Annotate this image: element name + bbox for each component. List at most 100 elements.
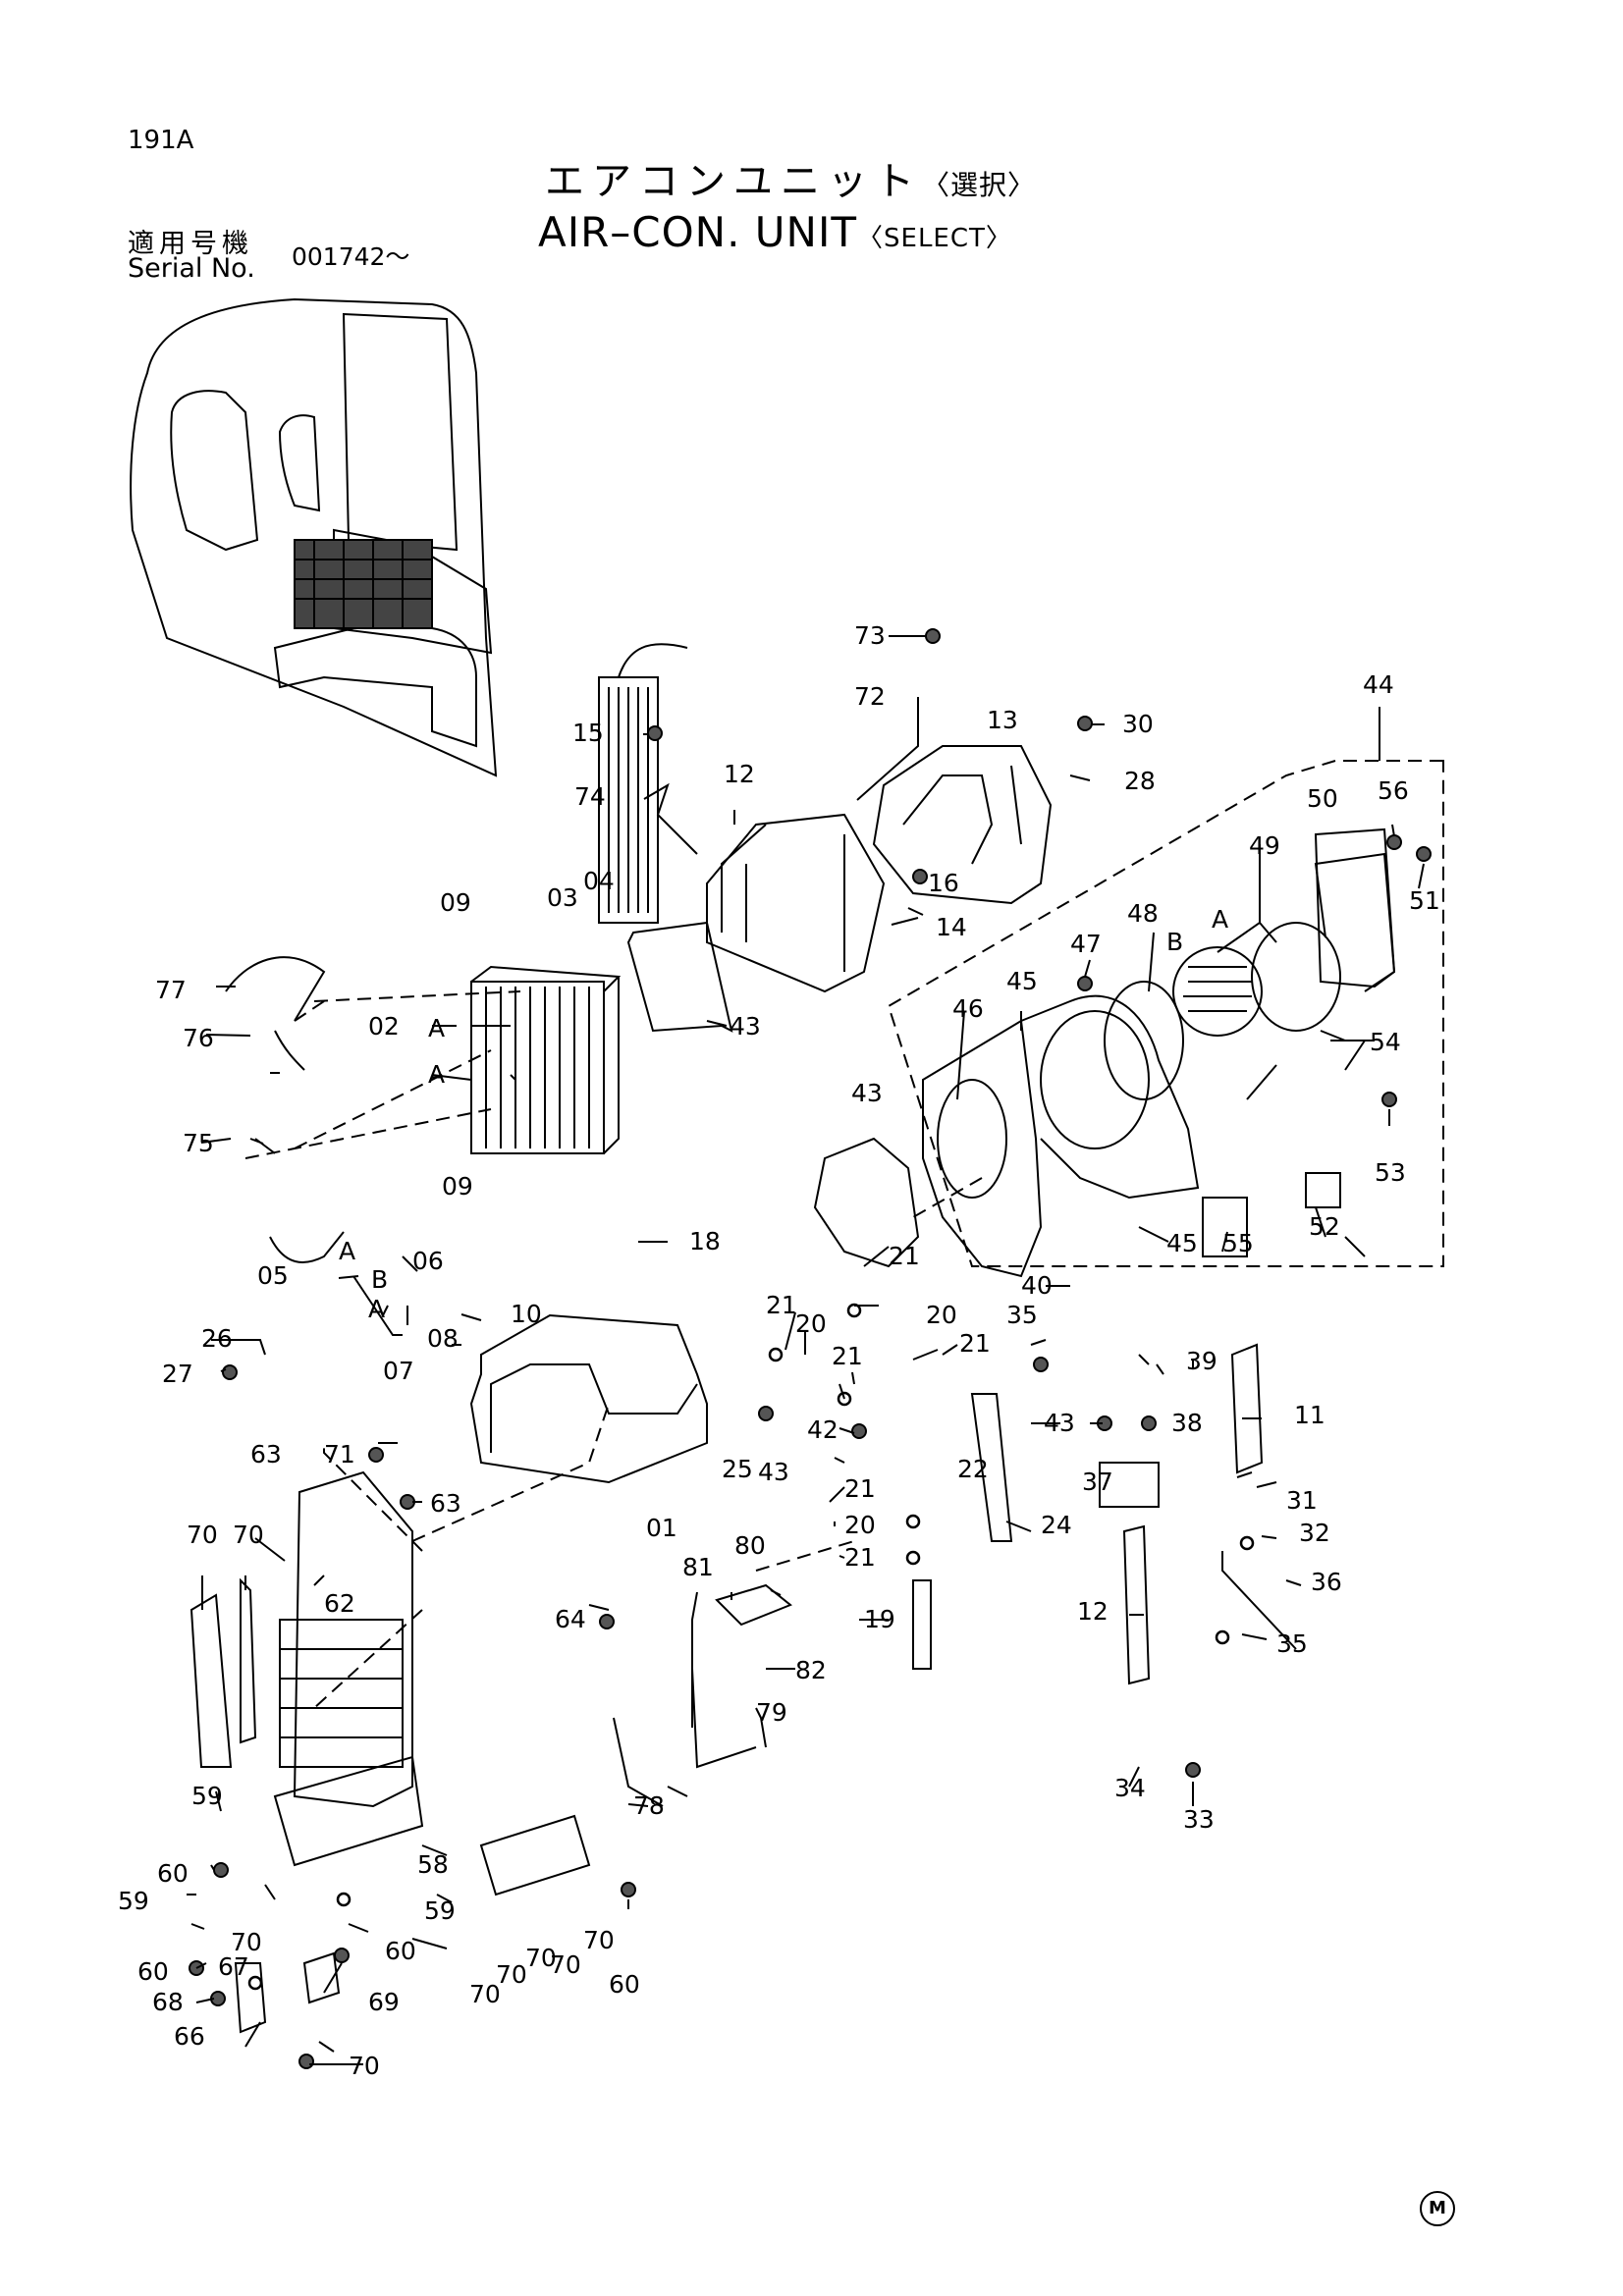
callout-61: 62 — [324, 1589, 355, 1618]
panel-part-12 — [1122, 1524, 1151, 1685]
page-number: 191A — [128, 126, 194, 155]
svg-text:A: A — [428, 1060, 445, 1089]
callout-01: 01 — [646, 1514, 677, 1542]
svg-text:B: B — [371, 1265, 388, 1294]
callout-37: 37 — [1082, 1468, 1113, 1496]
svg-text:A: A — [1212, 905, 1228, 934]
callout-58: 58 — [417, 1850, 449, 1879]
condenser-assembly-parts-61-62 — [273, 1470, 424, 1867]
callout-67: 69 — [368, 1988, 400, 2016]
gasket-part-41 — [813, 1137, 920, 1268]
callout-24: 24 — [1041, 1511, 1072, 1539]
callout-10: 10 — [511, 1300, 542, 1328]
bracket-part-67 — [302, 1951, 341, 2004]
callout-21-e: 21 — [844, 1474, 876, 1503]
callout-21-a: 21 — [889, 1242, 920, 1270]
title-jp-suffix: 〈選択〉 — [922, 169, 1037, 201]
panel-part-71 — [240, 1577, 257, 1744]
callout-64: 66 — [174, 2022, 205, 2051]
reference-letters: A B A A A B A — [339, 905, 1228, 1323]
title-jp-text: エアコンユニット — [545, 159, 922, 204]
callout-30: 30 — [1122, 710, 1154, 738]
blower-housing-parts-45-47 — [922, 994, 1200, 1278]
callout-15: 14 — [936, 913, 967, 941]
callout-75: 73 — [854, 621, 886, 650]
callout-18: 18 — [689, 1227, 721, 1255]
callout-63-b: 64 — [555, 1605, 586, 1633]
callout-60-b: 60 — [385, 1937, 416, 1965]
callout-21-c: 21 — [832, 1342, 863, 1370]
callout-76: 74 — [574, 782, 606, 811]
callout-49: 48 — [1127, 899, 1159, 928]
callout-42: 43 — [730, 1012, 761, 1041]
svg-text:A: A — [339, 1237, 355, 1265]
callout-43-c: 43 — [758, 1458, 789, 1486]
callout-62: 63 — [250, 1440, 282, 1468]
resistor-part-53 — [1305, 1172, 1341, 1208]
callout-47: 46 — [952, 994, 984, 1023]
callout-50: 49 — [1249, 831, 1280, 860]
callout-82: 80 — [734, 1531, 766, 1560]
callout-28: 28 — [1124, 767, 1156, 795]
bracket-part-64 — [234, 1962, 267, 2034]
title-english: AIR–CON. UNIT〈SELECT〉 — [538, 208, 1012, 256]
callout-66: 68 — [152, 1988, 184, 2016]
callout-59-a: 59 — [191, 1782, 223, 1810]
callout-13: 12 — [724, 760, 755, 788]
callout-07: 07 — [383, 1357, 414, 1385]
callout-59-b: 59 — [118, 1887, 149, 1915]
callout-83: 81 — [682, 1553, 714, 1581]
callout-06: 06 — [412, 1247, 444, 1275]
callout-36: 36 — [1311, 1568, 1342, 1596]
callout-45: 45 — [1166, 1229, 1198, 1257]
callout-79: 77 — [155, 976, 187, 1004]
callout-81: 79 — [756, 1698, 787, 1727]
callout-59-c: 59 — [424, 1896, 456, 1925]
block-part-82 — [715, 1583, 792, 1627]
serial-label-en: Serial No. — [128, 253, 255, 284]
callout-25: 25 — [722, 1455, 753, 1483]
evaporator-part-02 — [470, 965, 622, 1154]
callout-41: 43 — [851, 1079, 883, 1107]
callout-21-d: 21 — [959, 1329, 991, 1358]
callout-52: 51 — [1409, 886, 1440, 915]
callout-70-d: 70 — [496, 1960, 527, 1989]
callout-35-b: 35 — [1276, 1629, 1308, 1658]
dashed-leaders — [244, 1000, 983, 1572]
harness-part-80 — [613, 1717, 664, 1807]
callout-60-a: 60 — [157, 1859, 189, 1888]
callout-65: 67 — [218, 1952, 249, 1981]
callout-16-top: 15 — [572, 719, 604, 747]
callout-73: 71 — [324, 1440, 355, 1468]
assembly-44-boundary — [887, 760, 1444, 1267]
cab-illustration — [130, 297, 498, 777]
callout-20-b: 20 — [926, 1301, 957, 1329]
callout-57: 56 — [1378, 776, 1409, 805]
connector-block-part-70 — [479, 1814, 591, 1896]
serial-number-value: 001742～ — [292, 242, 410, 271]
callout-38: 38 — [1171, 1409, 1203, 1437]
title-en-text: AIR–CON. UNIT — [538, 208, 858, 256]
callout-26: 26 — [201, 1324, 233, 1353]
callout-70-c: 70 — [550, 1950, 581, 1979]
pipe-part-19 — [912, 1579, 932, 1670]
callout-21-f: 21 — [844, 1543, 876, 1572]
callout-03: 03 — [547, 883, 578, 912]
callout-22: 22 — [957, 1455, 989, 1483]
harness-part-81 — [667, 1668, 767, 1797]
callout-32: 32 — [1299, 1519, 1330, 1547]
title-japanese: エアコンユニット〈選択〉 — [545, 149, 1036, 206]
callout-31: 31 — [1286, 1486, 1318, 1515]
callout-70-a: 70 — [583, 1926, 615, 1954]
callout-05: 05 — [257, 1261, 289, 1290]
callout-11: 11 — [1294, 1401, 1325, 1429]
callout-77: 75 — [183, 1129, 214, 1157]
pipe-part-24 — [970, 1393, 1013, 1542]
callout-34: 34 — [1114, 1774, 1146, 1802]
cable-part-79 — [225, 956, 326, 1022]
callout-27: 27 — [162, 1360, 193, 1388]
plate-part-51 — [1314, 828, 1396, 988]
heater-core-part-18 — [598, 643, 688, 924]
callout-80: 78 — [633, 1791, 665, 1820]
